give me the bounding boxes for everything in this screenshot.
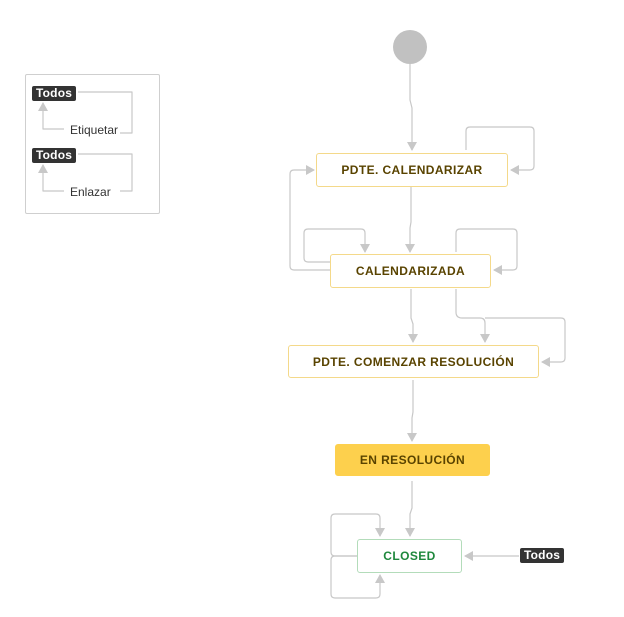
global-transition-badge-todos: Todos [520, 548, 565, 563]
status-en-resolucion[interactable]: EN RESOLUCIÓN [335, 444, 490, 476]
edge-en-resolucion-to-closed [405, 481, 415, 537]
edge-self-pdte-comenzar [485, 317, 566, 367]
edge-calendarizada-to-pdte-calendarizar [289, 165, 330, 271]
status-pdte-comenzar-resolucion[interactable]: PDTE. COMENZAR RESOLUCIÓN [288, 345, 539, 378]
edge-calendarizada-to-pdte-comenzar-right [455, 289, 490, 343]
edge-pdte-calendarizar-to-calendarizada [405, 187, 415, 253]
legend-badge-todos-1: Todos [32, 86, 77, 101]
legend-badge-todos-2: Todos [32, 148, 77, 163]
edge-self-pdte-calendarizar [465, 126, 535, 175]
edge-self-calendarizada-right [455, 228, 518, 275]
edge-pdte-comenzar-to-en-resolucion [407, 380, 417, 442]
edge-start-to-pdte-calendarizar [407, 64, 417, 151]
legend-arrow-enlazar [43, 153, 133, 192]
edge-self-closed-top [330, 513, 385, 557]
legend-arrow-etiquetar [43, 91, 133, 134]
legend-label-enlazar: Enlazar [70, 185, 111, 199]
status-pdte-calendarizar[interactable]: PDTE. CALENDARIZAR [316, 153, 508, 187]
legend-label-etiquetar: Etiquetar [70, 123, 119, 137]
status-calendarizada[interactable]: CALENDARIZADA [330, 254, 491, 288]
legend-panel [25, 74, 160, 214]
status-closed[interactable]: CLOSED [357, 539, 462, 573]
edge-self-closed-bottom [330, 555, 385, 599]
edge-calendarizada-to-pdte-comenzar [408, 289, 418, 343]
edge-self-calendarizada-left [303, 228, 370, 263]
start-node [393, 30, 427, 64]
